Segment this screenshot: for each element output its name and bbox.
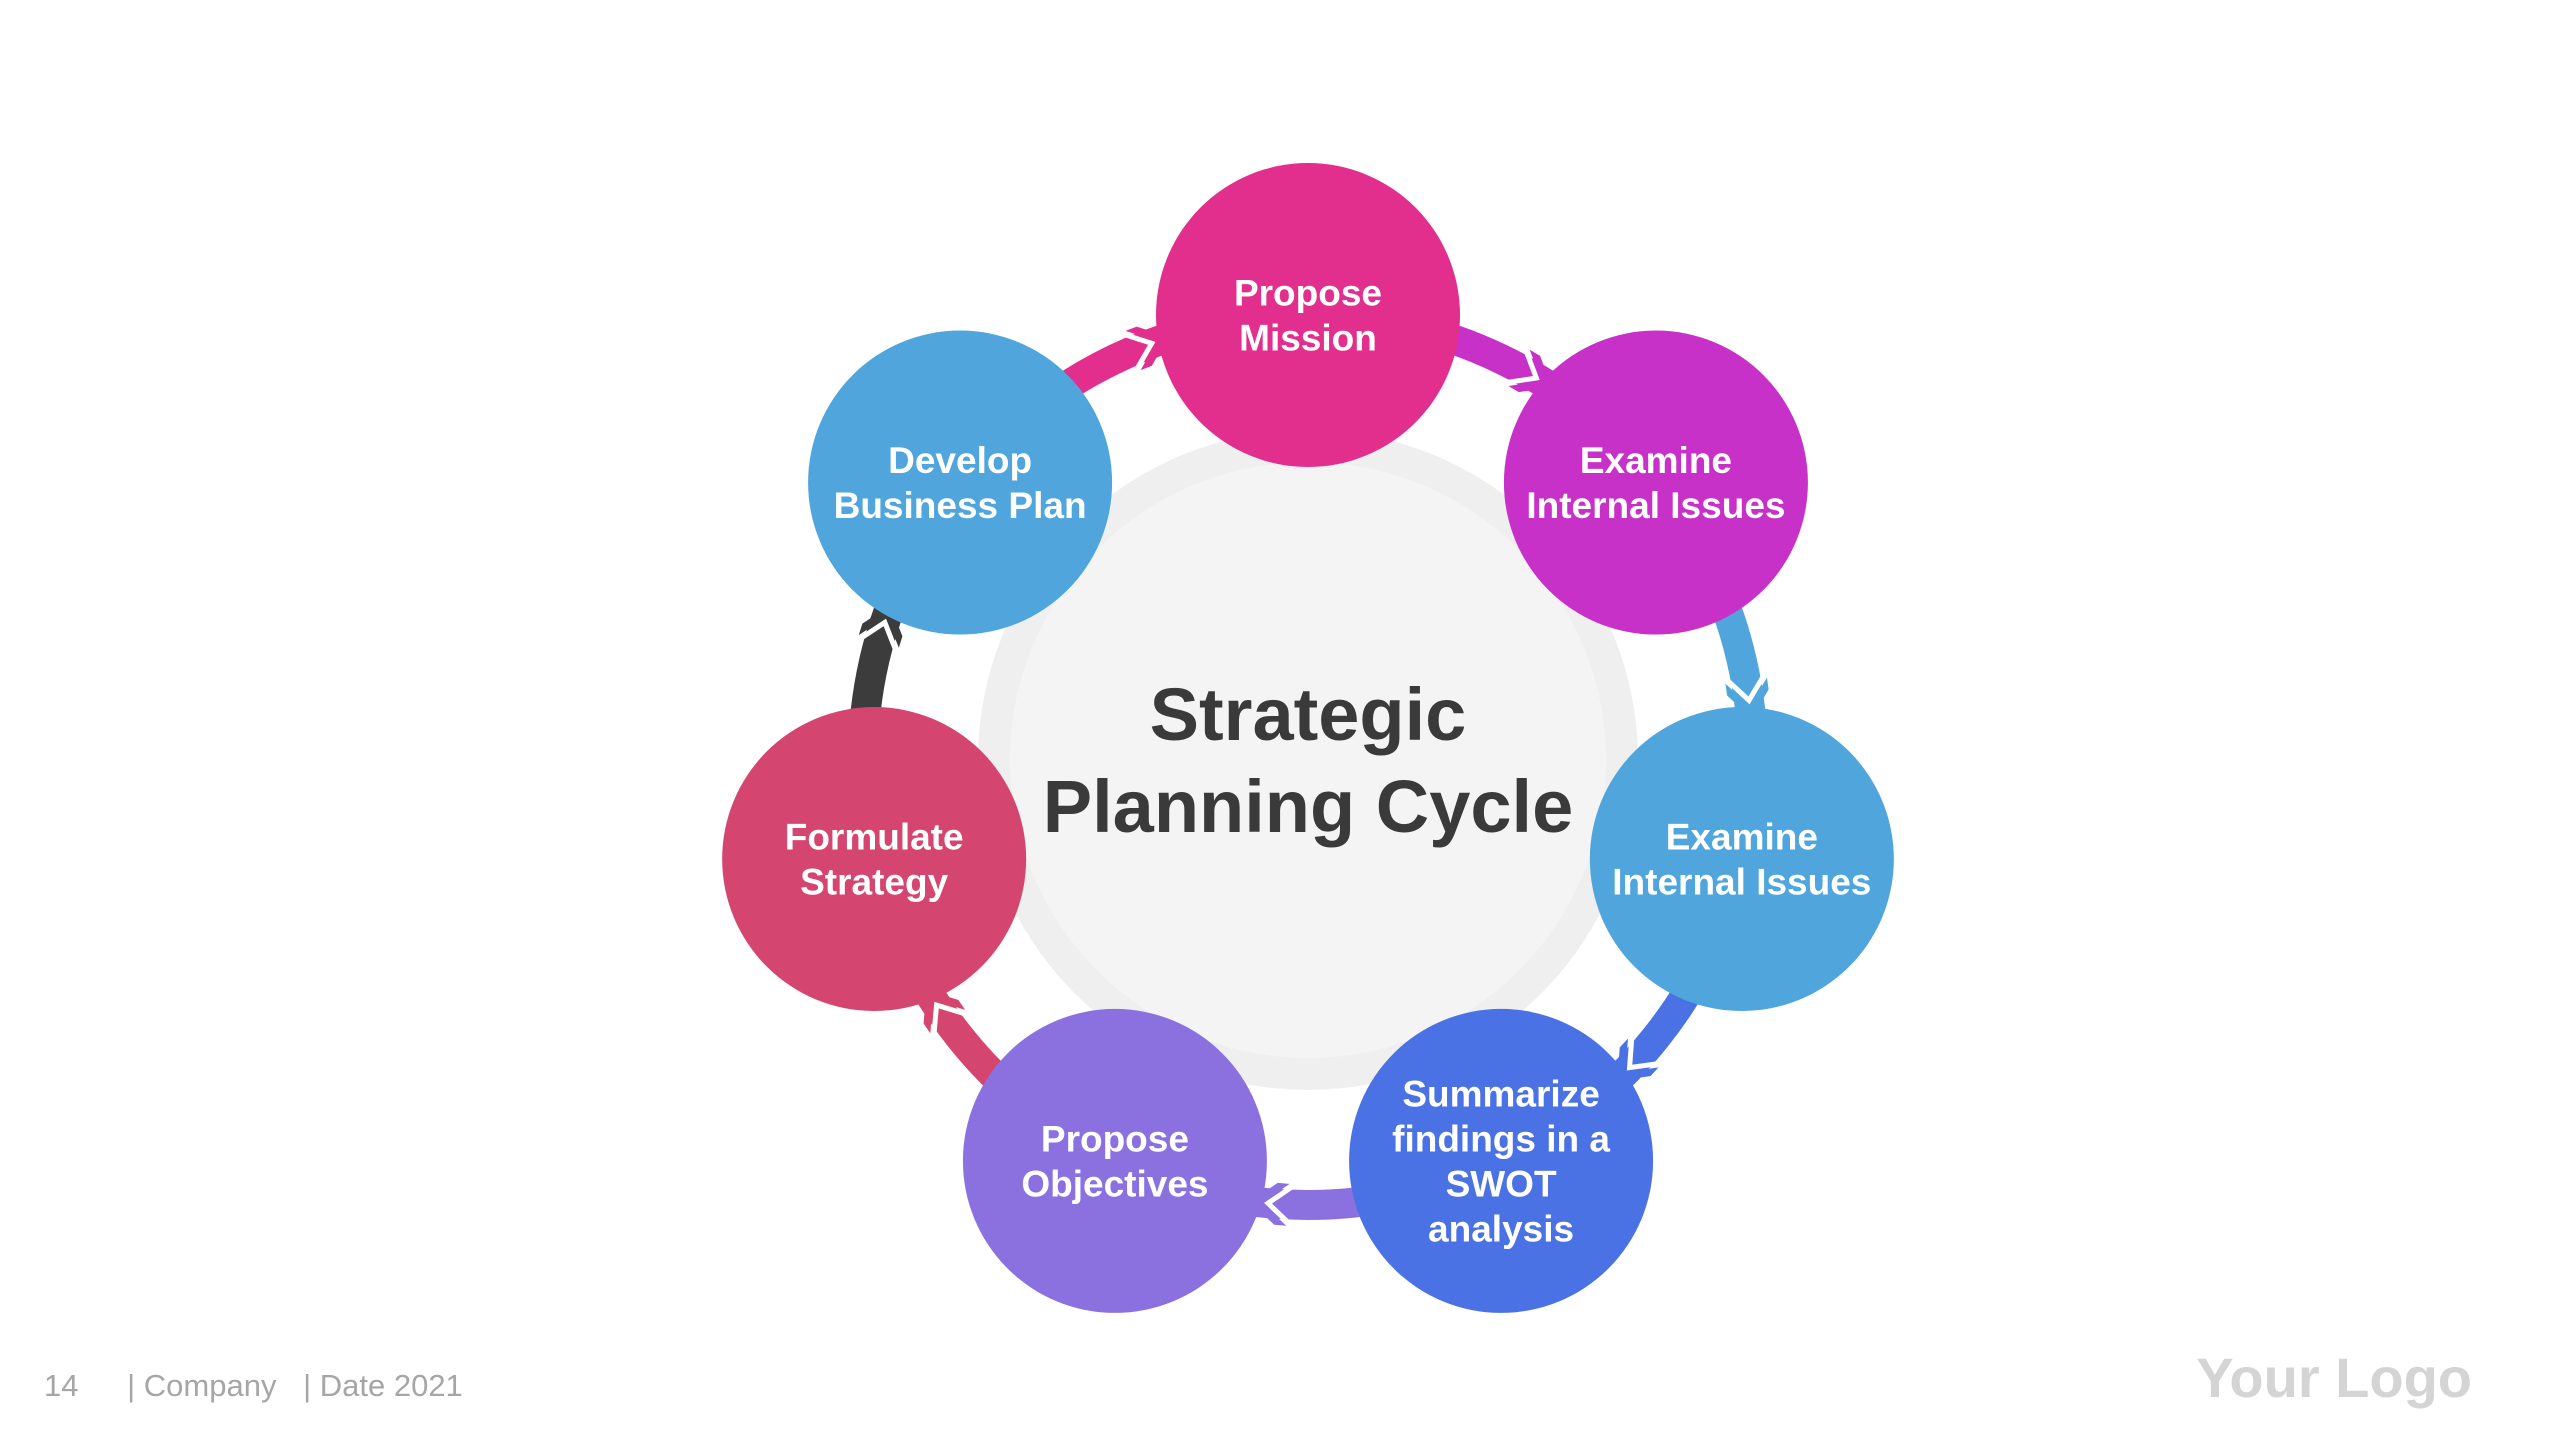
cycle-node-label: Summarize <box>1402 1073 1599 1114</box>
cycle-node-circle <box>722 707 1027 1012</box>
cycle-node-label: Propose <box>1041 1118 1189 1159</box>
cycle-node-label: analysis <box>1428 1208 1574 1249</box>
cycle-node-label: Internal Issues <box>1526 485 1785 526</box>
center-title-line-1: Strategic <box>1150 673 1467 756</box>
cycle-node-label: Examine <box>1666 817 1818 858</box>
ring-arrow-tip <box>923 990 970 1039</box>
cycle-node-label: Business Plan <box>834 485 1087 526</box>
cycle-node-circle <box>962 1008 1267 1313</box>
cycle-node-circle <box>1503 330 1808 635</box>
footer-company: | Company <box>127 1368 277 1403</box>
cycle-node-label: Formulate <box>785 817 964 858</box>
cycle-node-circle <box>1156 163 1460 467</box>
cycle-node-label: Propose <box>1234 273 1382 314</box>
cycle-node-label: Mission <box>1239 318 1377 359</box>
page-number: 14 <box>44 1368 79 1403</box>
slide-footer: 14 | Company | Date 2021 <box>44 1368 463 1404</box>
cycle-node-label: Examine <box>1580 440 1732 481</box>
center-hub: Strategic Planning Cycle <box>978 430 1638 1090</box>
footer-date: | Date 2021 <box>303 1368 463 1403</box>
cycle-node-label: Develop <box>888 440 1032 481</box>
cycle-node-label: SWOT <box>1446 1163 1557 1204</box>
center-title-line-2: Planning Cycle <box>1043 765 1573 848</box>
ring-arrow-tip <box>1617 1034 1664 1081</box>
cycle-node-label: Objectives <box>1021 1163 1208 1204</box>
cycle-node-label: findings in a <box>1392 1118 1610 1159</box>
cycle-node-circle <box>1589 707 1894 1012</box>
ring-arrow-tip <box>1502 345 1552 393</box>
cycle-node-label: Strategy <box>800 862 948 903</box>
logo-placeholder: Your Logo <box>2196 1346 2472 1409</box>
cycle-node-circle <box>1349 1008 1654 1313</box>
cycle-node-circle <box>808 330 1113 635</box>
center-hub-inner <box>1010 462 1606 1058</box>
cycle-node-label: Internal Issues <box>1612 862 1871 903</box>
